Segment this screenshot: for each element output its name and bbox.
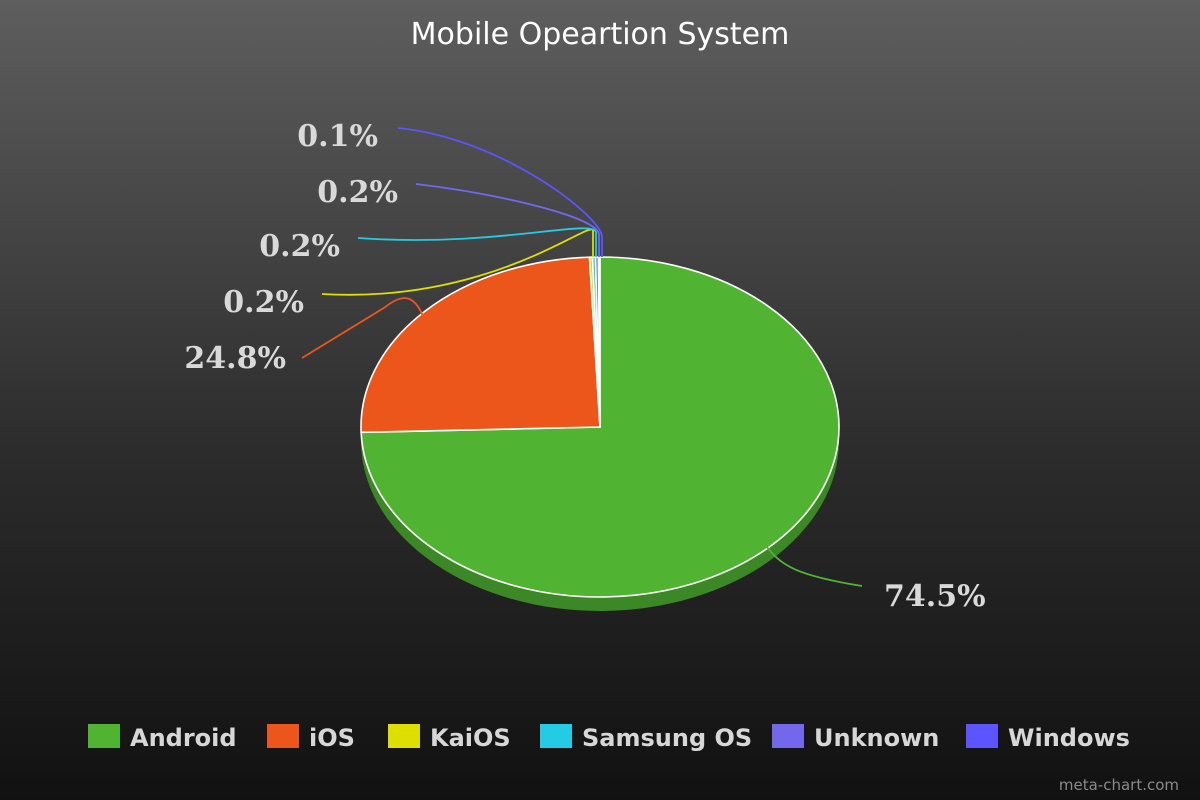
chart-title: Mobile Opeartion System <box>411 17 790 52</box>
legend-item-windows[interactable]: Windows <box>966 724 1130 752</box>
legend-swatch-samsung-os <box>540 724 572 748</box>
data-label-android: 74.5% <box>884 579 986 614</box>
data-label-kaios: 0.2% <box>223 285 304 320</box>
connector-windows <box>397 127 603 257</box>
legend-swatch-android <box>88 724 120 748</box>
legend-label-unknown: Unknown <box>814 724 939 752</box>
legend-label-samsung-os: Samsung OS <box>582 724 752 752</box>
data-label-samsung-os: 0.2% <box>259 229 340 264</box>
legend-swatch-kaios <box>388 724 420 748</box>
slice-windows[interactable] <box>597 256 601 428</box>
data-label-windows: 0.1% <box>297 119 378 154</box>
legend-label-android: Android <box>130 724 237 752</box>
data-label-unknown: 0.2% <box>317 175 398 210</box>
legend-label-ios: iOS <box>309 724 355 752</box>
legend-swatch-ios <box>267 724 299 748</box>
legend-item-ios[interactable]: iOS <box>267 724 355 752</box>
connector-ios <box>301 297 424 359</box>
data-labels: 74.5% 24.8% 0.2% 0.2% 0.2% 0.1% <box>184 119 985 614</box>
legend: Android iOS KaiOS Samsung OS Unknown Windows <box>88 724 1130 752</box>
data-label-ios: 24.8% <box>184 341 286 376</box>
credit-text: meta-chart.com <box>1059 776 1179 794</box>
legend-item-kaios[interactable]: KaiOS <box>388 724 511 752</box>
legend-label-kaios: KaiOS <box>430 724 511 752</box>
slice-ios[interactable] <box>360 256 601 434</box>
legend-item-android[interactable]: Android <box>88 724 237 752</box>
label-connectors <box>301 127 863 587</box>
legend-label-windows: Windows <box>1008 724 1130 752</box>
pie-slices <box>360 256 840 598</box>
legend-item-samsung-os[interactable]: Samsung OS <box>540 724 752 752</box>
connector-unknown <box>415 183 600 257</box>
legend-swatch-windows <box>966 724 998 748</box>
connector-android <box>764 544 863 587</box>
legend-swatch-unknown <box>772 724 804 748</box>
connector-samsung-os <box>357 227 597 257</box>
legend-item-unknown[interactable]: Unknown <box>772 724 939 752</box>
